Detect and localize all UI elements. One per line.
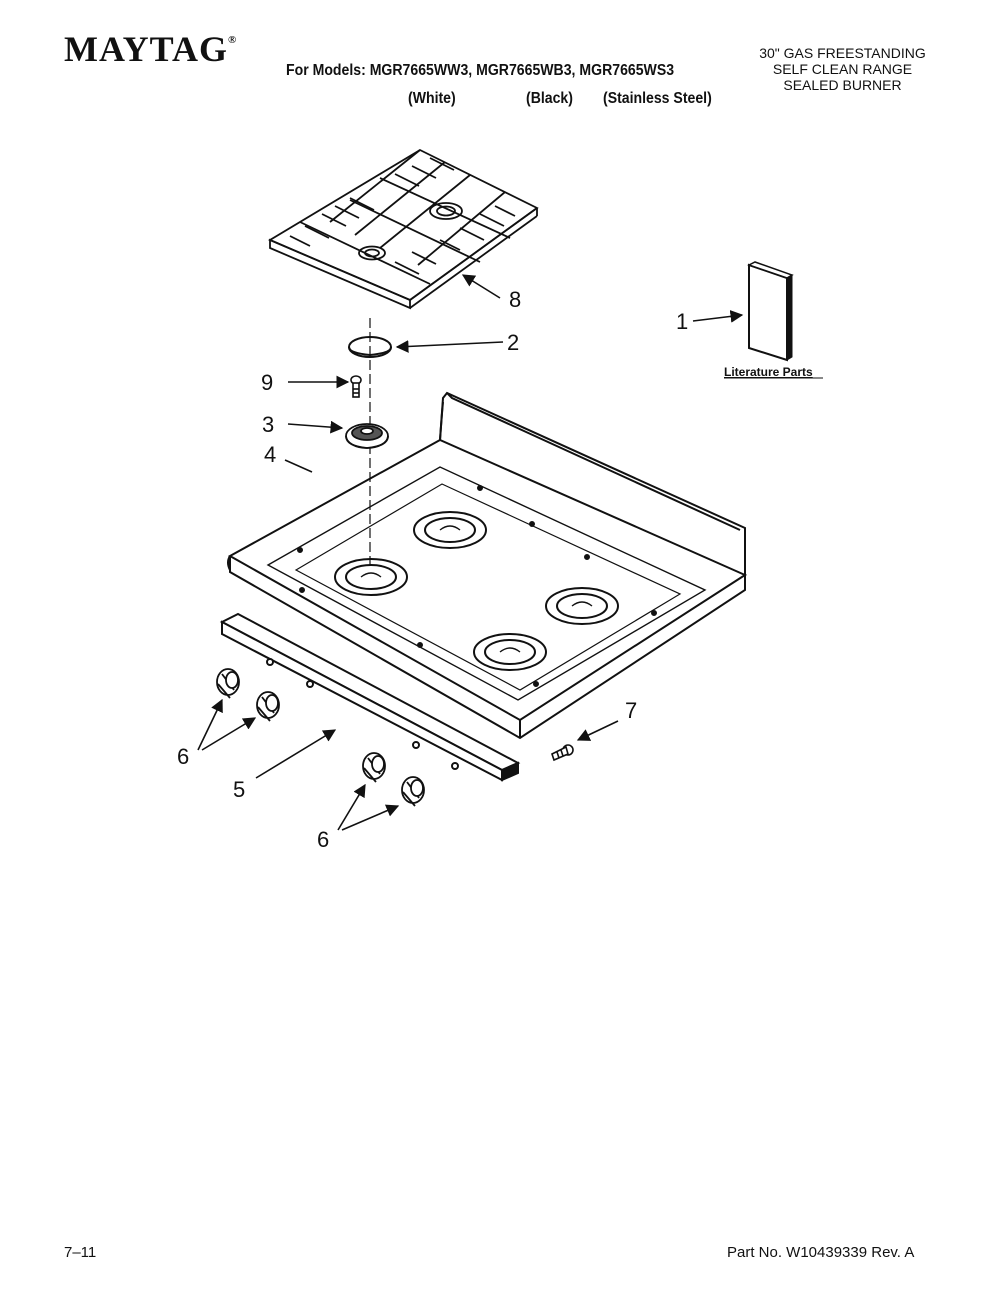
knob-3 (362, 752, 386, 783)
panel-screw (551, 744, 574, 762)
variant-white: (White) (408, 90, 456, 107)
product-line-3: SEALED BURNER (783, 77, 902, 93)
brand-name: MAYTAG (64, 29, 229, 69)
callout-3: 3 (262, 412, 274, 437)
product-line-2: SELF CLEAN RANGE (772, 61, 913, 77)
callout-4: 4 (264, 442, 276, 467)
variant-stainless: (Stainless Steel) (603, 90, 712, 107)
callout-7: 7 (625, 698, 637, 723)
cooktop-main-top (227, 391, 748, 740)
knob-2 (256, 691, 280, 722)
burner-grate (268, 148, 539, 310)
callout-8: 8 (509, 287, 521, 312)
manifold-panel (219, 612, 521, 782)
variant-black: (Black) (526, 90, 573, 107)
product-description: 30" GAS FREESTANDING SELF CLEAN RANGE SE… (740, 45, 945, 93)
callout-2: 2 (507, 330, 519, 355)
callout-9: 9 (261, 370, 273, 395)
callout-5: 5 (233, 777, 245, 802)
brand-logo: MAYTAG® (64, 28, 237, 70)
page-number: 7–11 (64, 1244, 97, 1261)
brand-registered-mark: ® (228, 34, 238, 46)
literature-parts-label: Literature Parts (724, 365, 813, 379)
knob-4 (401, 776, 425, 807)
callout-6b: 6 (317, 827, 329, 852)
callout-1: 1 (676, 309, 688, 334)
callout-6a: 6 (177, 744, 189, 769)
leader-lines (197, 274, 744, 831)
igniter-screw (350, 375, 362, 398)
literature-booklet (747, 261, 794, 362)
burner-base (345, 423, 389, 449)
knob-1 (216, 668, 240, 699)
models-line: For Models: MGR7665WW3, MGR7665WB3, MGR7… (286, 62, 675, 79)
product-line-1: 30" GAS FREESTANDING (759, 45, 926, 61)
part-number: Part No. W10439339 Rev. A (727, 1244, 915, 1261)
control-knobs (216, 668, 425, 807)
